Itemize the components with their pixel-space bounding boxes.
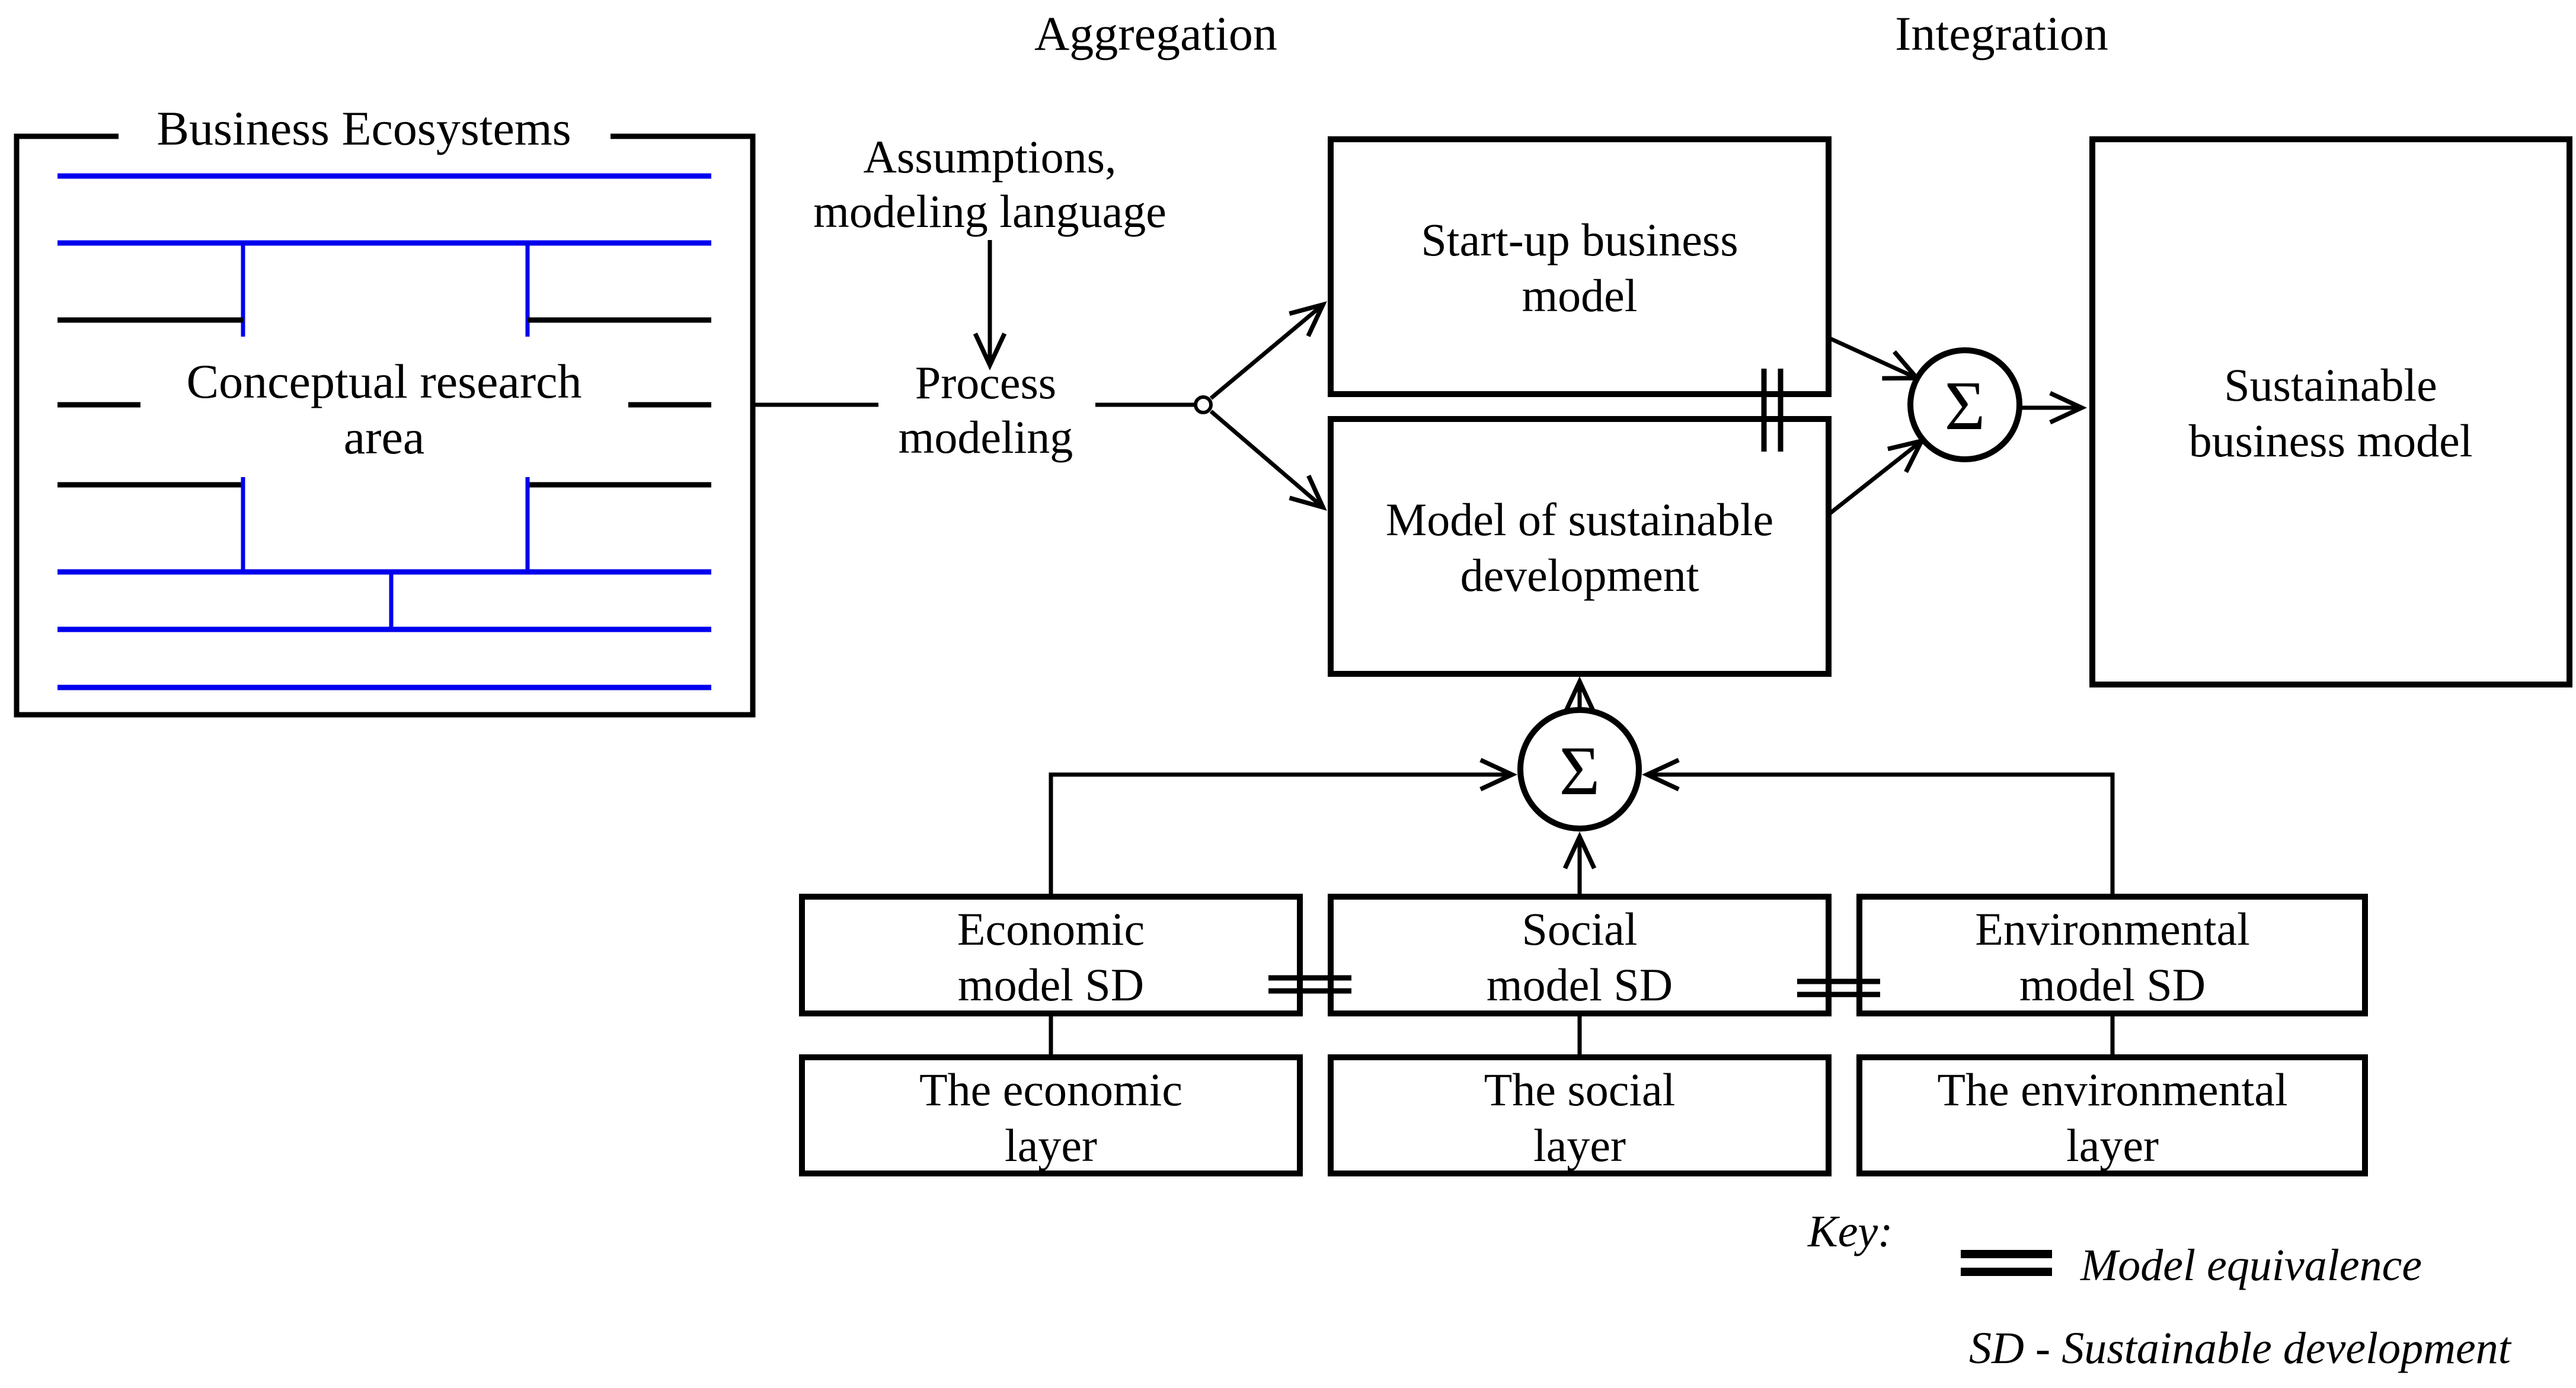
sum-symbol: Σ bbox=[1559, 732, 1600, 810]
assumptions-label-line1: Assumptions, bbox=[864, 131, 1117, 183]
environmental-to-sum-arrow bbox=[1641, 757, 2115, 897]
model-of-sustainable-development-label-line1: Model of sustainable bbox=[1386, 494, 1773, 545]
startup-business-model-label-line2: model bbox=[1522, 270, 1638, 321]
conceptual-research-area-label-line2: area bbox=[344, 410, 425, 464]
social-layer-label-line2: layer bbox=[1533, 1120, 1626, 1171]
ecosystem-text-lines bbox=[57, 173, 711, 690]
equivalence-mark-social-environmental bbox=[1797, 978, 1880, 997]
sustainable-business-model-label-line2: business model bbox=[2189, 415, 2473, 466]
sustainable-business-model-box: Sustainable business model bbox=[2089, 136, 2572, 687]
environmental-model-sd-label-line1: Environmental bbox=[1975, 903, 2250, 955]
economic-layer-label-line1: The economic bbox=[919, 1064, 1182, 1115]
sustainable-business-model-label-line1: Sustainable bbox=[2224, 359, 2437, 411]
social-model-sd-box: Social model SD bbox=[1328, 894, 1832, 1016]
business-ecosystems-title: Business Ecosystems bbox=[156, 101, 571, 155]
equivalence-mark-startup-sdmodel bbox=[1761, 369, 1784, 452]
sum-symbol: Σ bbox=[1945, 367, 1986, 444]
process-modeling-node: Process modeling bbox=[753, 301, 1327, 511]
environmental-model-sd-label-line2: model SD bbox=[2019, 959, 2206, 1010]
social-model-sd-label-line1: Social bbox=[1522, 903, 1638, 955]
sum-circle bbox=[1517, 707, 1642, 831]
model-of-sustainable-development-border bbox=[1328, 416, 1832, 677]
economic-layer-border bbox=[799, 1054, 1303, 1176]
startup-business-model-label-line1: Start-up business bbox=[1421, 214, 1738, 266]
social-layer-border bbox=[1328, 1054, 1832, 1176]
equivalence-mark-economic-social bbox=[1268, 975, 1351, 994]
startup-to-sum-arrow bbox=[1827, 335, 1922, 381]
startup-business-model-border bbox=[1328, 136, 1832, 397]
integration-sum-node: Σ bbox=[1827, 335, 2088, 516]
legend: Key: Model equivalence SD - Sustainable … bbox=[1807, 1207, 2512, 1373]
economic-model-sd-label-line2: model SD bbox=[958, 959, 1144, 1010]
environmental-model-sd-box: Environmental model SD bbox=[1856, 894, 2368, 1016]
aggregation-sum-node: Σ bbox=[1049, 676, 2115, 897]
legend-sd-label: SD - Sustainable development bbox=[1969, 1323, 2512, 1373]
branch-to-startup-arrow bbox=[1209, 301, 1327, 400]
social-model-sd-label-line2: model SD bbox=[1487, 959, 1673, 1010]
economic-layer-label-line2: layer bbox=[1005, 1120, 1097, 1171]
process-modeling-label-line2: modeling bbox=[899, 411, 1073, 463]
model-of-sustainable-development-box: Model of sustainable development bbox=[1328, 416, 1832, 677]
social-model-sd-border bbox=[1328, 894, 1832, 1016]
sustainable-business-model-border bbox=[2089, 136, 2572, 687]
environmental-layer-border bbox=[1856, 1054, 2368, 1176]
economic-to-sum-arrow bbox=[1049, 757, 1518, 896]
model-of-sustainable-development-label-line2: development bbox=[1460, 549, 1699, 601]
assumptions-input: Assumptions, modeling language bbox=[813, 131, 1166, 371]
economic-model-sd-border bbox=[799, 894, 1303, 1016]
business-ecosystems-border bbox=[14, 133, 756, 718]
branch-to-sd-model-arrow bbox=[1209, 410, 1327, 511]
sd-model-to-sum-arrow bbox=[1827, 437, 1926, 516]
legend-title: Key: bbox=[1807, 1207, 1893, 1256]
stage-label-integration: Integration bbox=[1895, 7, 2108, 60]
social-layer-box: The social layer bbox=[1328, 1054, 1832, 1176]
economic-model-sd-box: Economic model SD bbox=[799, 894, 1303, 1016]
social-layer-label-line1: The social bbox=[1484, 1064, 1676, 1115]
economic-model-sd-label-line1: Economic bbox=[957, 903, 1145, 955]
environmental-layer-label-line2: layer bbox=[2066, 1120, 2159, 1171]
legend-equivalence-label: Model equivalence bbox=[2080, 1240, 2422, 1290]
business-ecosystems-box: Business Ecosystems Conceptual research … bbox=[14, 101, 756, 718]
process-modeling-label-line1: Process bbox=[915, 357, 1056, 408]
conceptual-research-area-label-line1: Conceptual research bbox=[186, 354, 581, 408]
economic-layer-box: The economic layer bbox=[799, 1054, 1303, 1176]
assumptions-label-line2: modeling language bbox=[813, 186, 1166, 237]
environmental-layer-box: The environmental layer bbox=[1856, 1054, 2368, 1176]
branch-point-node bbox=[1194, 395, 1213, 414]
startup-business-model-box: Start-up business model bbox=[1328, 136, 1832, 397]
stage-label-aggregation: Aggregation bbox=[1034, 7, 1277, 60]
sum-circle bbox=[1907, 347, 2022, 462]
environmental-layer-label-line1: The environmental bbox=[1937, 1064, 2287, 1115]
legend-equivalence-symbol bbox=[1961, 1250, 2052, 1276]
environmental-model-sd-border bbox=[1856, 894, 2368, 1016]
